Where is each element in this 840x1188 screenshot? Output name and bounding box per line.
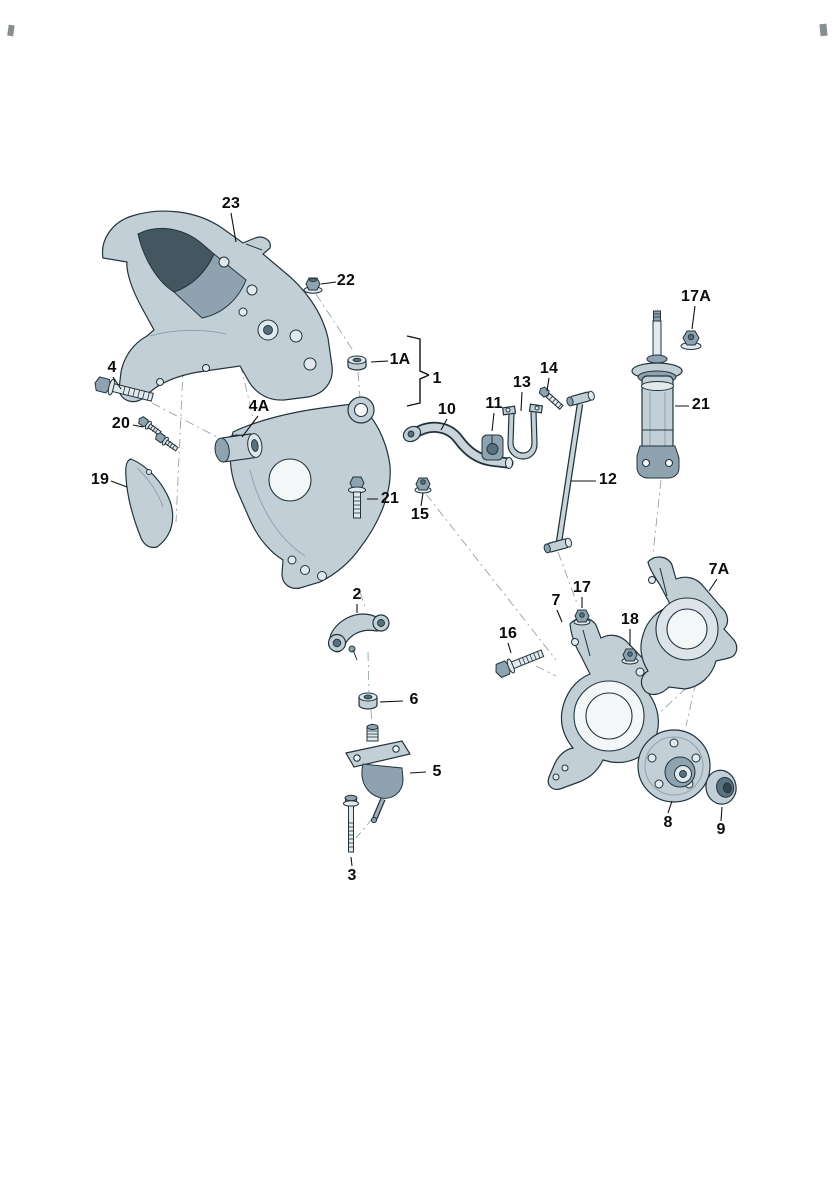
part-label-21-strut[interactable]: 21 — [691, 396, 711, 413]
part-label-19[interactable]: 19 — [90, 471, 110, 488]
screws-part-20 — [138, 416, 179, 452]
clamp-part-13 — [501, 403, 544, 460]
part-label-9[interactable]: 9 — [716, 821, 726, 838]
part-label-2[interactable]: 2 — [352, 586, 362, 603]
part-label-5[interactable]: 5 — [432, 763, 442, 780]
assembly-axis-lines — [151, 293, 715, 839]
subframe-part-23 — [101, 210, 333, 403]
rubber-bushing-part-11 — [481, 434, 504, 461]
shock-absorber-part-21 — [631, 310, 683, 479]
part-label-6[interactable]: 6 — [409, 691, 419, 708]
bracket-part-2 — [327, 613, 390, 661]
part-label-22[interactable]: 22 — [336, 272, 356, 289]
hex-nut-part-22 — [303, 277, 323, 294]
part-label-15[interactable]: 15 — [410, 506, 430, 523]
part-label-17a[interactable]: 17A — [681, 288, 711, 305]
hex-nut-part-17a — [680, 330, 702, 350]
part-label-7a[interactable]: 7A — [708, 561, 730, 578]
wheel-bearing-housing-part-7a — [640, 556, 738, 696]
part-label-3[interactable]: 3 — [347, 867, 357, 884]
screw-part-3 — [343, 794, 359, 853]
control-arm-part-1 — [222, 396, 391, 589]
part-label-1[interactable]: 1 — [432, 370, 442, 387]
part-label-10[interactable]: 10 — [437, 401, 457, 418]
ball-joint-part-5 — [345, 724, 411, 824]
bushing-part-4a — [214, 433, 263, 463]
cover-plate-part-19 — [125, 458, 174, 549]
part-label-20[interactable]: 20 — [111, 415, 131, 432]
bolt-part-21-arm — [348, 476, 366, 519]
part-label-21-arm[interactable]: 21 — [380, 490, 400, 507]
hex-nut-part-6 — [358, 692, 378, 710]
part-label-4[interactable]: 4 — [107, 359, 117, 376]
page-mark-top-right — [819, 23, 828, 37]
part-label-4a[interactable]: 4A — [248, 398, 270, 415]
part-label-14[interactable]: 14 — [539, 360, 559, 377]
bolt-part-9 — [705, 769, 737, 805]
wheel-bearing-housing-part-7 — [547, 617, 659, 790]
hex-nut-part-15 — [414, 477, 432, 494]
wheel-hub-part-8 — [637, 729, 711, 803]
part-label-1a[interactable]: 1A — [389, 351, 411, 368]
stabilizer-link-part-12 — [543, 390, 595, 554]
leader-lines — [110, 212, 723, 867]
part-label-13[interactable]: 13 — [512, 374, 532, 391]
part-label-18[interactable]: 18 — [620, 611, 640, 628]
hex-nut-part-18 — [621, 648, 639, 665]
hex-bolt-part-4 — [94, 376, 154, 402]
part-label-8[interactable]: 8 — [663, 814, 673, 831]
part-label-12[interactable]: 12 — [598, 471, 618, 488]
part-label-16[interactable]: 16 — [498, 625, 518, 642]
group-brace-part-1 — [406, 335, 430, 407]
hex-nut-part-17 — [573, 609, 591, 626]
part-label-11[interactable]: 11 — [485, 395, 503, 412]
bolt-part-16 — [495, 649, 545, 678]
part-label-17[interactable]: 17 — [572, 579, 592, 596]
part-label-23[interactable]: 23 — [221, 195, 241, 212]
washer-part-1a — [347, 355, 367, 371]
part-label-7[interactable]: 7 — [551, 592, 561, 609]
page-mark-top-left — [7, 24, 15, 37]
